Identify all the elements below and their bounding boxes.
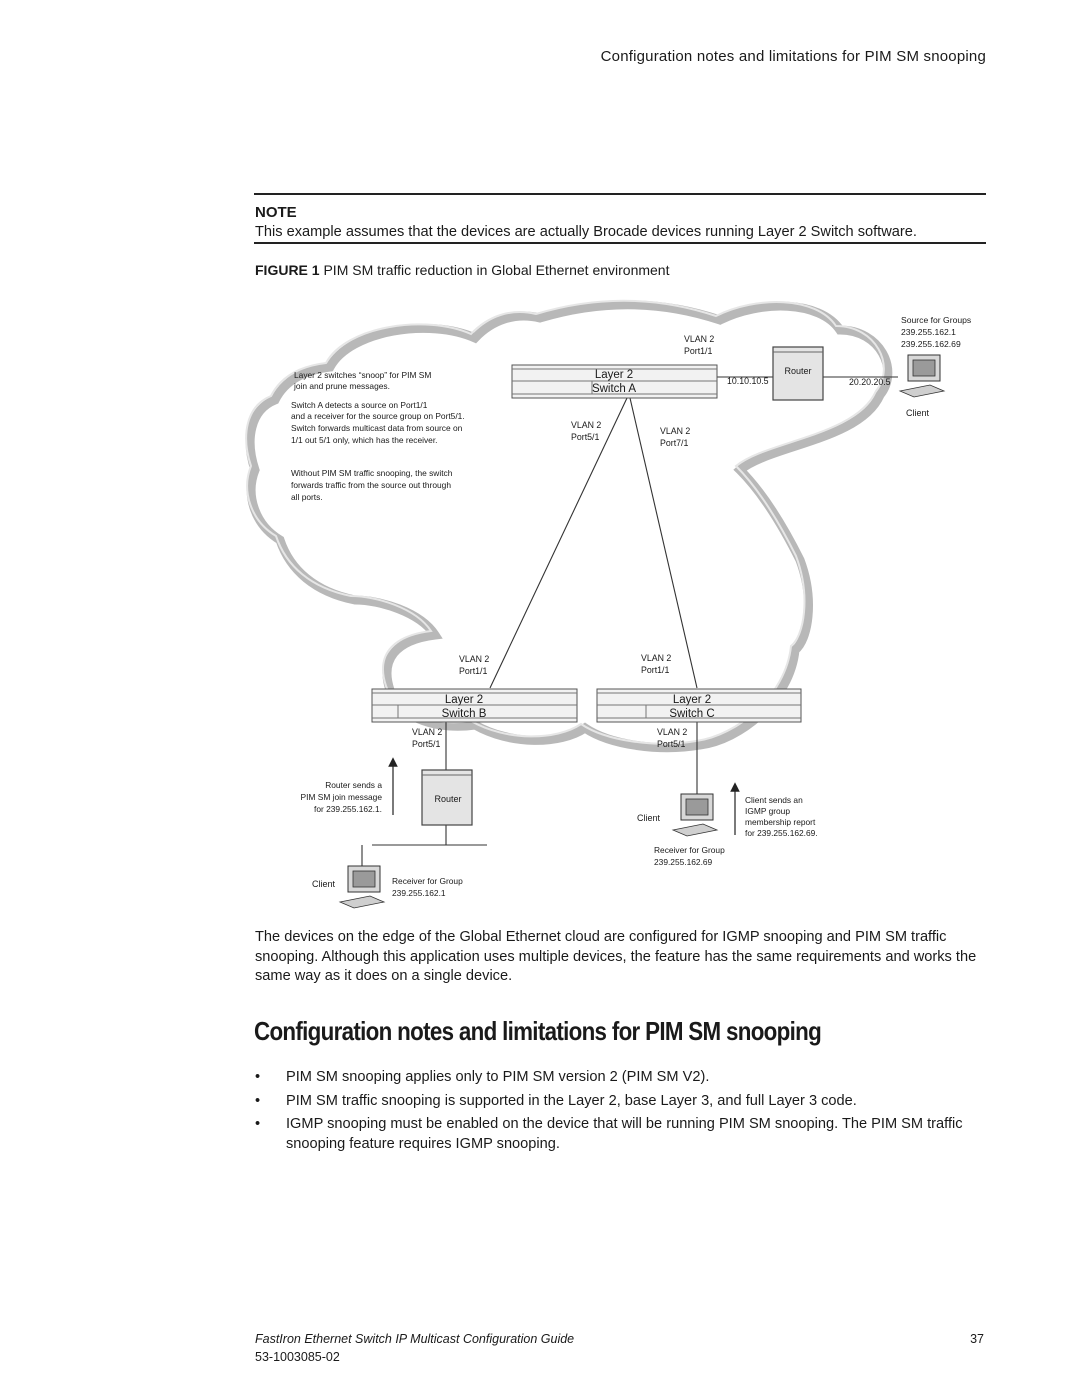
b-port-bottom-vlan: VLAN 2	[412, 727, 442, 737]
b-port-bottom-port: Port5/1	[412, 739, 440, 749]
b-port-top-vlan: VLAN 2	[459, 654, 489, 664]
list-item: •PIM SM traffic snooping is supported in…	[255, 1092, 990, 1112]
footer-page-number: 37	[970, 1332, 984, 1346]
svg-text:1/1 out 5/1 only, which has th: 1/1 out 5/1 only, which has the receiver…	[291, 435, 438, 445]
running-header: Configuration notes and limitations for …	[600, 48, 986, 65]
svg-text:forwards traffic from the sour: forwards traffic from the source out thr…	[291, 480, 451, 490]
a-port-left-port: Port5/1	[571, 432, 599, 442]
router-top: Router	[772, 346, 824, 401]
svg-text:239.255.162.69: 239.255.162.69	[901, 339, 961, 349]
note-rule-top	[254, 193, 986, 195]
bullet-icon: •	[255, 1069, 261, 1085]
computer-icon-top	[898, 354, 946, 398]
computer-icon-b	[338, 865, 386, 909]
svg-text:239.255.162.69: 239.255.162.69	[654, 857, 713, 867]
ip-left: 10.10.10.5	[727, 376, 769, 386]
receiver-b-annotation: Receiver for Group 239.255.162.1	[392, 876, 463, 898]
section-heading: Configuration notes and limitations for …	[254, 1016, 822, 1046]
list-item: •IGMP snooping must be enabled on the de…	[255, 1116, 963, 1152]
source-for-groups: Source for Groups 239.255.162.1 239.255.…	[901, 315, 971, 349]
router-bottom-label: Router	[434, 794, 461, 804]
switch-b-line1: Layer 2	[445, 694, 483, 706]
figure-caption: FIGURE 1 PIM SM traffic reduction in Glo…	[255, 262, 669, 278]
svg-text:Client sends an: Client sends an	[745, 795, 803, 805]
svg-text:for 239.255.162.69.: for 239.255.162.69.	[745, 828, 818, 838]
body-paragraph: The devices on the edge of the Global Et…	[255, 929, 977, 984]
switch-a: Layer 2 Switch A	[511, 364, 718, 399]
client-c-label: Client	[637, 813, 661, 823]
switch-c: Layer 2 Switch C	[596, 688, 802, 723]
footer-guide-title: FastIron Ethernet Switch IP Multicast Co…	[255, 1332, 575, 1346]
link-a-b	[489, 397, 628, 689]
bullet-list: •PIM SM snooping applies only to PIM SM …	[255, 1068, 990, 1158]
svg-text:and a receiver for the source: and a receiver for the source group on P…	[291, 411, 465, 421]
svg-text:Router sends a: Router sends a	[325, 780, 382, 790]
router-sends-annotation: Router sends a PIM SM join message for 2…	[301, 780, 383, 814]
ethernet-cloud	[245, 299, 893, 753]
switch-a-line1: Layer 2	[595, 369, 633, 381]
computer-icon-c	[671, 793, 719, 837]
a-port-left-vlan: VLAN 2	[571, 420, 601, 430]
svg-text:PIM SM join message: PIM SM join message	[301, 792, 383, 802]
bullet-icon: •	[255, 1116, 261, 1132]
figure-number: FIGURE 1	[255, 262, 320, 278]
receiver-c-annotation: Receiver for Group 239.255.162.69	[654, 845, 725, 867]
svg-text:Layer 2 switches “snoop” for P: Layer 2 switches “snoop” for PIM SM	[294, 370, 431, 380]
note-label: NOTE	[255, 204, 297, 221]
svg-text:239.255.162.1: 239.255.162.1	[392, 888, 446, 898]
b-port-top-port: Port1/1	[459, 666, 487, 676]
svg-text:Receiver for Group: Receiver for Group	[654, 845, 725, 855]
figure-title: PIM SM traffic reduction in Global Ether…	[323, 262, 670, 278]
svg-text:239.255.162.1: 239.255.162.1	[901, 327, 956, 337]
note-rule-bottom	[254, 242, 986, 244]
footer-doc-number: 53-1003085-02	[255, 1350, 340, 1364]
switch-b: Layer 2 Switch B	[371, 688, 578, 723]
svg-text:membership report: membership report	[745, 817, 816, 827]
svg-text:all ports.: all ports.	[291, 492, 323, 502]
svg-text:for 239.255.162.1.: for 239.255.162.1.	[314, 804, 382, 814]
a-port-top-vlan: VLAN 2	[684, 334, 714, 344]
a-port-right-vlan: VLAN 2	[660, 426, 690, 436]
a-port-top-port: Port1/1	[684, 346, 712, 356]
c-port-bottom-vlan: VLAN 2	[657, 727, 687, 737]
switch-a-line2: Switch A	[592, 383, 636, 395]
c-port-top-port: Port1/1	[641, 665, 669, 675]
svg-text:Switch A detects a source on P: Switch A detects a source on Port1/1	[291, 400, 428, 410]
c-port-bottom-port: Port5/1	[657, 739, 685, 749]
list-item: •PIM SM snooping applies only to PIM SM …	[255, 1068, 990, 1088]
link-a-c	[629, 397, 698, 689]
svg-text:join and prune messages.: join and prune messages.	[293, 381, 390, 391]
client-labels: Client Client Client	[312, 408, 930, 889]
svg-text:Switch forwards multicast data: Switch forwards multicast data from sour…	[291, 423, 463, 433]
client-top-label: Client	[906, 408, 930, 418]
switch-c-line1: Layer 2	[673, 694, 711, 706]
svg-text:Receiver for Group: Receiver for Group	[392, 876, 463, 886]
switch-c-line2: Switch C	[669, 708, 714, 720]
svg-text:Without PIM SM traffic snoopin: Without PIM SM traffic snooping, the swi…	[291, 468, 453, 478]
router-bottom: Router	[421, 769, 473, 826]
router-top-label: Router	[784, 366, 811, 376]
c-port-top-vlan: VLAN 2	[641, 653, 671, 663]
cloud-annotations: Layer 2 switches “snoop” for PIM SM join…	[291, 370, 465, 502]
svg-text:IGMP group: IGMP group	[745, 806, 790, 816]
client-b-label: Client	[312, 879, 336, 889]
a-port-right-port: Port7/1	[660, 438, 688, 448]
port-labels: VLAN 2 Port1/1 VLAN 2 Port5/1 VLAN 2 Por…	[412, 334, 891, 749]
svg-text:Source for Groups: Source for Groups	[901, 315, 971, 325]
bullet-icon: •	[255, 1092, 261, 1109]
client-sends-annotation: Client sends an IGMP group membership re…	[745, 795, 818, 838]
note-text: This example assumes that the devices ar…	[255, 224, 917, 240]
ip-right: 20.20.20.5	[849, 377, 891, 387]
switch-b-line2: Switch B	[442, 708, 487, 720]
links	[361, 376, 898, 868]
